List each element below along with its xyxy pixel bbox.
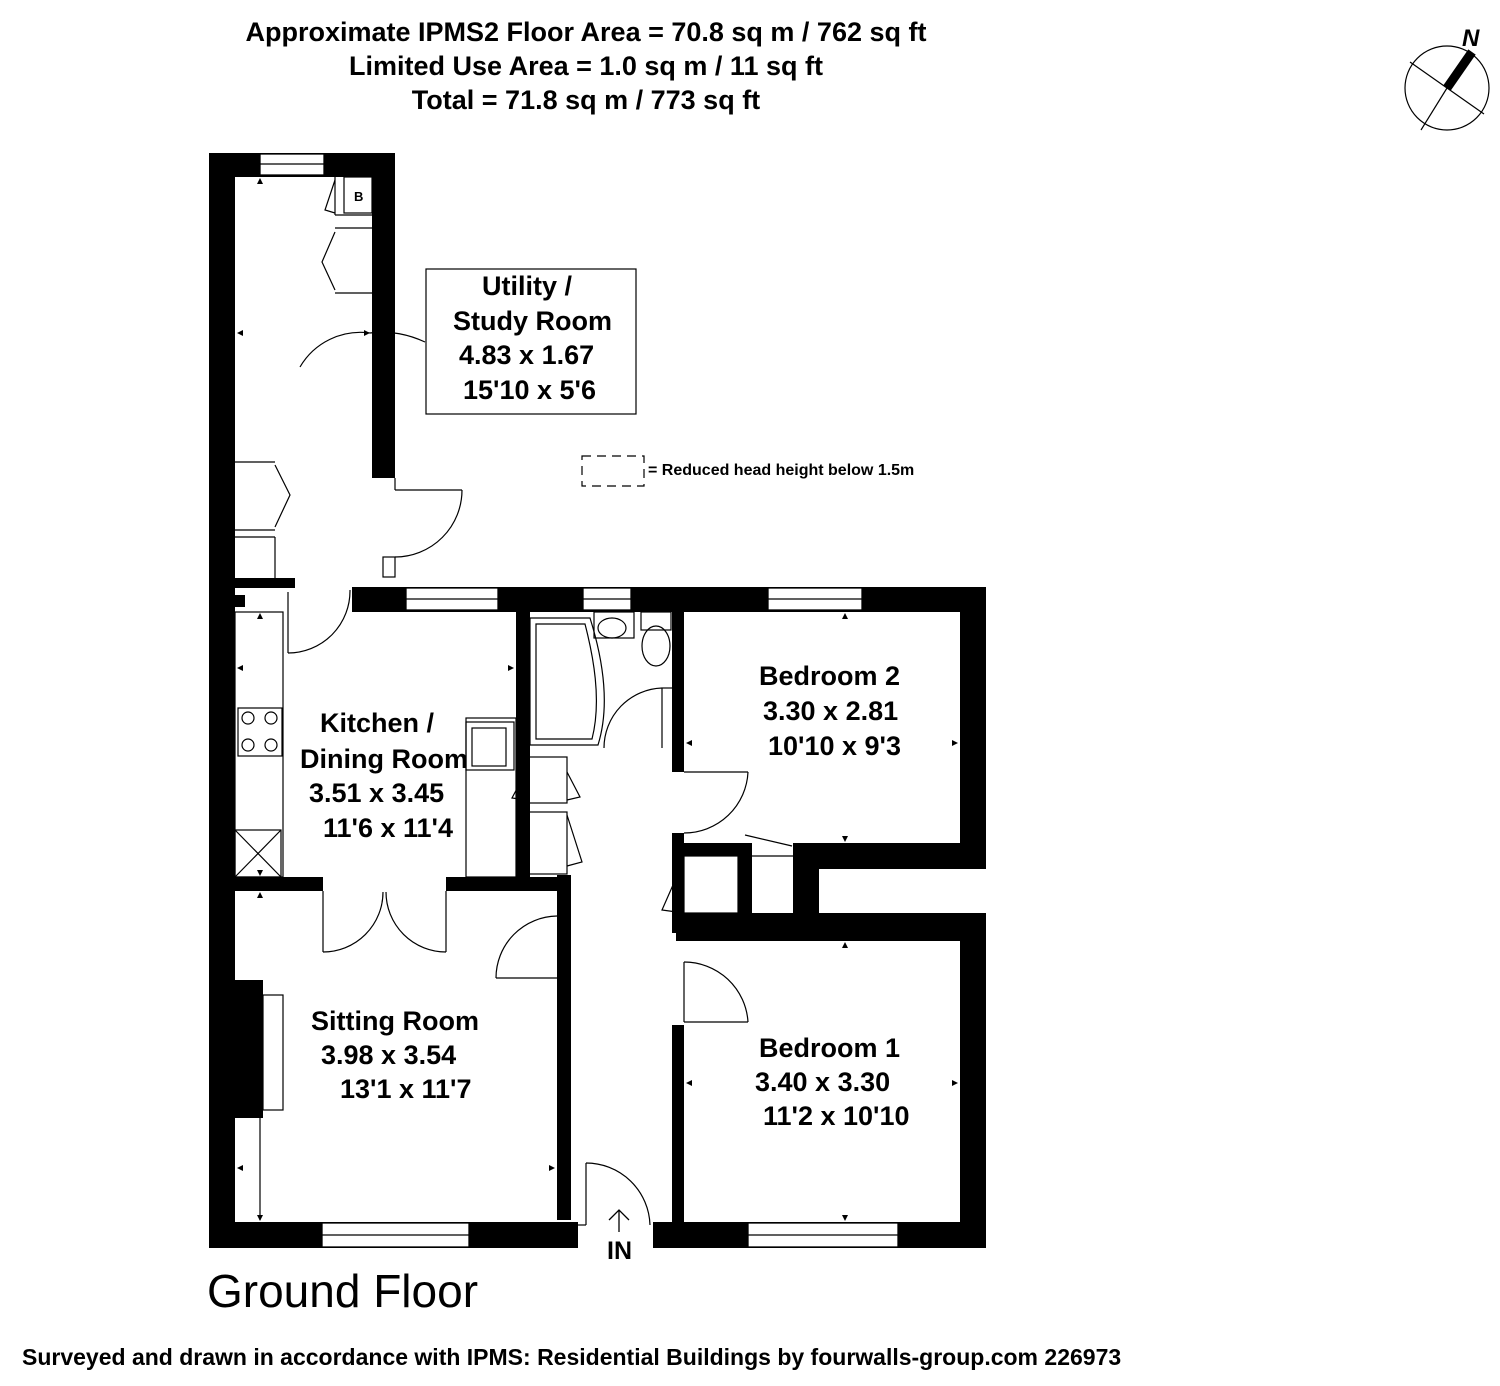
- utility-room-imperial: 15'10 x 5'6: [463, 375, 596, 405]
- dimension-markers: [237, 178, 958, 1221]
- sitting-room-metric: 3.98 x 3.54: [321, 1040, 456, 1070]
- utility-room-name-1: Utility /: [482, 271, 573, 301]
- bedroom2-imperial: 10'10 x 9'3: [768, 731, 901, 761]
- sitting-room-imperial: 13'1 x 11'7: [340, 1074, 471, 1104]
- entrance-label: IN: [607, 1237, 632, 1265]
- bedroom2-metric: 3.30 x 2.81: [763, 696, 898, 726]
- walls: [209, 153, 986, 1248]
- fittings: [234, 176, 793, 1220]
- grand-total-line: Total = 71.8 sq m / 773 sq ft: [411, 85, 761, 115]
- north-compass-icon: N: [1404, 25, 1490, 131]
- total-area-line: Approximate IPMS2 Floor Area = 70.8 sq m…: [245, 17, 927, 47]
- windows: [259, 153, 899, 1248]
- compass-north-label: N: [1462, 25, 1480, 52]
- survey-footer: Surveyed and drawn in accordance with IP…: [22, 1344, 1122, 1370]
- bedroom2-name: Bedroom 2: [759, 661, 900, 691]
- doors: [287, 331, 749, 1226]
- bedroom1-imperial: 11'2 x 10'10: [763, 1101, 909, 1131]
- floor-title: Ground Floor: [207, 1265, 479, 1317]
- utility-label-box: [425, 268, 637, 415]
- limited-use-area-line: Limited Use Area = 1.0 sq m / 11 sq ft: [349, 51, 823, 81]
- entrance-arrow-icon: [608, 1209, 630, 1232]
- kitchen-room-name-2: Dining Room: [300, 744, 468, 774]
- sitting-room-name: Sitting Room: [311, 1006, 479, 1036]
- bedroom1-metric: 3.40 x 3.30: [755, 1067, 890, 1097]
- legend-label: = Reduced head height below 1.5m: [648, 462, 914, 479]
- dashed-area-swatch: [581, 455, 645, 487]
- bedroom1-name: Bedroom 1: [759, 1033, 900, 1063]
- kitchen-room-imperial: 11'6 x 11'4: [323, 813, 453, 843]
- legend: = Reduced head height below 1.5m: [581, 455, 914, 487]
- kitchen-room-name-1: Kitchen /: [320, 708, 435, 738]
- utility-room-metric: 4.83 x 1.67: [459, 340, 594, 370]
- boiler-label: B: [354, 189, 363, 204]
- utility-room-name-2: Study Room: [453, 306, 612, 336]
- kitchen-room-metric: 3.51 x 3.45: [309, 778, 444, 808]
